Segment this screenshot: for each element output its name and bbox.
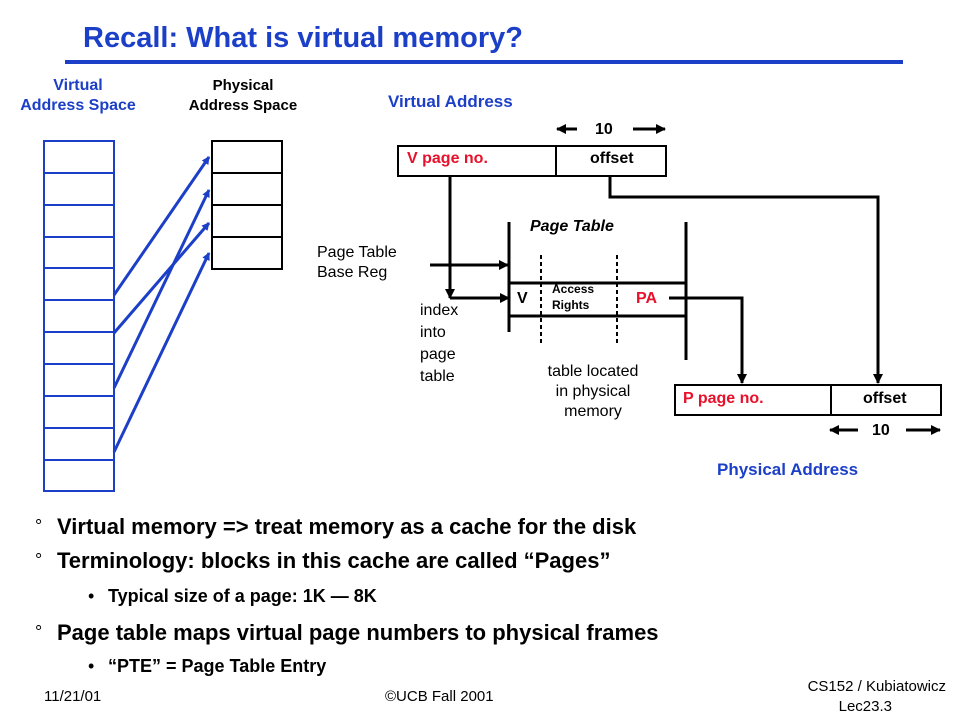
sub-bullet-marker: • (88, 656, 95, 676)
pte-access-line2: Rights (552, 298, 590, 312)
ptbr-label: Page Table Base Reg (317, 243, 397, 283)
physical-space-label-line2: Address Space (188, 97, 298, 114)
sub-bullet-pte: • “PTE” = Page Table Entry (88, 656, 327, 677)
physical-address-space-column (211, 140, 283, 270)
bullet-text: Terminology: blocks in this cache are ca… (57, 548, 611, 573)
virtual-address-space-column (43, 140, 115, 492)
pte-access-line1: Access (552, 282, 595, 296)
footer-date: 11/21/01 (44, 688, 102, 705)
bullet-text: Page table maps virtual page numbers to … (57, 620, 659, 645)
table-location-note: table located in physical memory (520, 362, 666, 422)
sub-bullet-text: “PTE” = Page Table Entry (108, 656, 327, 676)
bullet-marker: ° (35, 550, 43, 570)
bullet-text: Virtual memory => treat memory as a cach… (57, 514, 637, 539)
sub-bullet-page-size: • Typical size of a page: 1K — 8K (88, 586, 377, 607)
virtual-address-box (397, 145, 667, 177)
page-table-title: Page Table (530, 218, 614, 235)
footer-lecture: Lec23.3 (838, 698, 892, 715)
bits-label-bottom: 10 (872, 422, 890, 439)
v-page-no: V page no. (407, 150, 488, 167)
title-underline (65, 60, 903, 64)
physical-space-label-line1: Physical (212, 77, 274, 94)
sub-bullet-text: Typical size of a page: 1K — 8K (108, 586, 377, 606)
pte-physical-address: PA (636, 290, 658, 307)
page-mapping-arrows (112, 156, 211, 453)
table-location-line2: in physical (555, 383, 631, 400)
pa-arrow (669, 296, 747, 384)
pte-access-rights: Access Rights (552, 281, 594, 313)
bullet-marker: ° (35, 516, 43, 536)
v-offset: offset (590, 150, 634, 167)
ptbr-label-line2: Base Reg (317, 264, 388, 281)
virtual-address-label: Virtual Address (388, 92, 513, 111)
pte-valid-bit: V (517, 290, 528, 307)
index-label-line3: page (420, 346, 456, 363)
table-location-line1: table located (547, 363, 639, 380)
physical-space-label: Physical Address Space (172, 76, 314, 116)
index-label-line1: index (420, 302, 459, 319)
bullet-marker: ° (35, 622, 43, 642)
footer-course-name: CS152 / Kubiatowicz (807, 678, 946, 695)
p-offset: offset (863, 390, 907, 407)
page-table (507, 222, 688, 360)
sub-bullet-marker: • (88, 586, 95, 606)
physical-address-label: Physical Address (717, 460, 859, 479)
table-location-line3: memory (564, 403, 622, 420)
index-label-line2: into (420, 324, 446, 341)
virtual-space-label: Virtual Address Space (8, 76, 148, 116)
bullet-terminology: ° Terminology: blocks in this cache are … (35, 548, 611, 574)
index-label-line4: table (420, 368, 455, 385)
p-page-no: P page no. (683, 390, 764, 407)
index-label: index into page table (420, 300, 458, 388)
ptbr-label-line1: Page Table (317, 244, 397, 261)
offset-arrow (608, 176, 883, 384)
bullet-virtual-memory: ° Virtual memory => treat memory as a ca… (35, 514, 637, 540)
virtual-space-label-line2: Address Space (20, 97, 136, 114)
virtual-space-label-line1: Virtual (53, 77, 103, 94)
bits-label-top: 10 (595, 121, 613, 138)
footer-copyright: ©UCB Fall 2001 (385, 688, 494, 705)
physical-address-box (674, 384, 942, 416)
slide-title: Recall: What is virtual memory? (83, 22, 523, 54)
footer-course: CS152 / Kubiatowicz Lec23.3 (770, 677, 946, 717)
bullet-page-table: ° Page table maps virtual page numbers t… (35, 620, 659, 646)
